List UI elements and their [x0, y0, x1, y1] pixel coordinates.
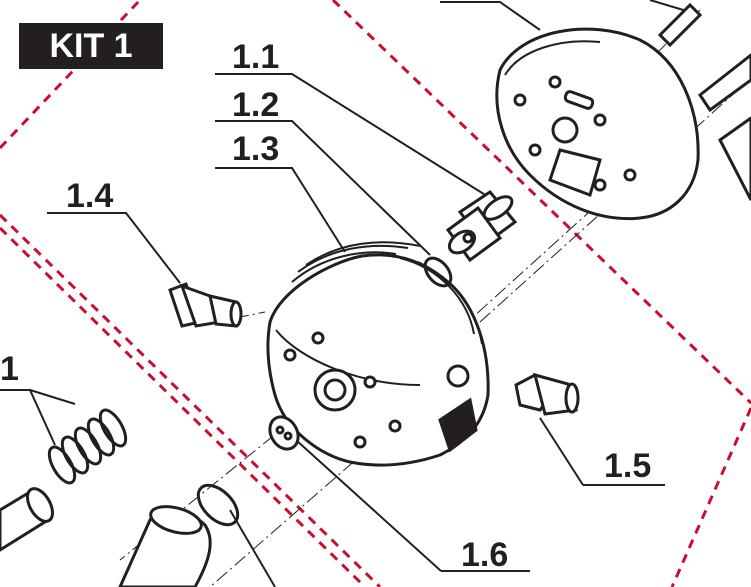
callout-1-2: 1.2 [232, 86, 280, 124]
fitting-left-part [168, 282, 243, 328]
callout-1-5: 1.5 [604, 447, 652, 485]
o-ring-part [423, 256, 453, 288]
kit-label-badge: KIT 1 [19, 23, 163, 69]
stud-parts [657, 2, 751, 201]
o-ring-lower-part [196, 483, 240, 527]
main-body-part [266, 241, 490, 467]
callout-1-6: 1.6 [461, 536, 509, 574]
fitting-right-part [514, 372, 580, 416]
filter-part [268, 415, 300, 451]
piston-part [118, 505, 212, 587]
back-plate-part [495, 27, 700, 221]
callout-cut-left: 1 [0, 350, 19, 388]
valve-seat-part [445, 190, 518, 263]
spring-part [47, 408, 128, 485]
callout-1-4: 1.4 [66, 177, 114, 215]
callout-1-1: 1.1 [232, 38, 280, 76]
plunger-part [0, 487, 54, 552]
callout-leaders [0, 0, 701, 587]
callout-1-3: 1.3 [232, 130, 280, 168]
